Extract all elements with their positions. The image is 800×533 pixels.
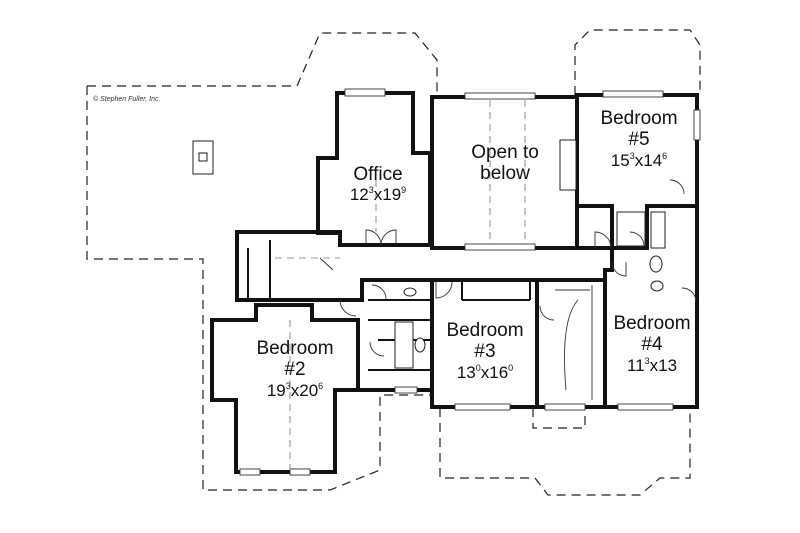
bath-cluster	[368, 299, 432, 371]
sink-center	[403, 287, 417, 297]
window	[394, 386, 418, 394]
room-dimensions: 123x199	[349, 185, 407, 205]
flue	[198, 152, 208, 162]
porch-outline	[439, 408, 691, 496]
office-door	[365, 229, 397, 246]
bay-outline	[532, 408, 586, 429]
door	[669, 179, 685, 195]
room-name: Office	[353, 164, 403, 185]
window	[602, 90, 664, 98]
window	[464, 243, 536, 251]
room-number: #3	[474, 341, 496, 363]
bedroom2-label: Bedroom #2 193x206	[245, 338, 345, 400]
label-line: below	[480, 163, 530, 185]
window	[464, 92, 536, 100]
bathtub	[616, 211, 646, 247]
room-name: Bedroom	[446, 320, 524, 341]
bedroom5-label: Bedroom #5 153x146	[589, 108, 689, 170]
room-name: Bedroom	[256, 338, 334, 359]
window	[544, 403, 586, 411]
door	[435, 281, 453, 299]
door	[339, 299, 357, 317]
main-stair-walls	[535, 278, 607, 409]
bedroom4-walls	[603, 204, 699, 409]
tub-center	[394, 321, 414, 369]
bedroom3-label: Bedroom #3 130x160	[436, 320, 534, 382]
label-line: Open to	[471, 142, 539, 163]
bedroom3-closet	[461, 280, 531, 301]
room-number: #4	[641, 334, 663, 356]
roof-outline	[87, 32, 438, 95]
door	[319, 257, 334, 271]
window	[617, 403, 674, 411]
window	[454, 403, 511, 411]
room-number: #2	[284, 359, 306, 381]
room-name: Bedroom	[613, 313, 691, 334]
stair-walls	[235, 230, 342, 302]
window	[693, 109, 701, 141]
door	[681, 287, 697, 303]
window	[344, 88, 386, 97]
window	[289, 468, 311, 476]
door	[611, 261, 627, 277]
room-dimensions: 113x13	[626, 355, 678, 375]
roof-outline-left	[86, 86, 430, 491]
door	[539, 305, 555, 321]
window	[239, 468, 261, 476]
door	[371, 284, 387, 300]
door	[369, 341, 385, 357]
room-dimensions: 153x146	[610, 150, 668, 170]
room-number: #5	[628, 129, 650, 151]
open-to-below-label: Open to below	[460, 142, 550, 185]
office-label: Office 123x199	[340, 164, 416, 204]
roof-outline-right	[574, 29, 701, 95]
room-dimensions: 193x206	[266, 380, 324, 400]
bedroom4-label: Bedroom #4 113x13	[602, 313, 702, 375]
door	[629, 231, 645, 247]
copyright-text: © Stephen Fuller, Inc.	[93, 96, 161, 103]
fireplace	[559, 139, 577, 191]
room-name: Bedroom	[600, 108, 678, 129]
toilet	[649, 255, 663, 273]
ceiling-line	[275, 100, 526, 470]
toilet-center	[414, 337, 426, 353]
shower	[650, 211, 666, 249]
room-dimensions: 130x160	[456, 362, 514, 382]
stair-inner	[247, 240, 271, 300]
door	[594, 231, 612, 249]
main-stair-curve	[555, 285, 593, 400]
sink	[650, 280, 664, 292]
